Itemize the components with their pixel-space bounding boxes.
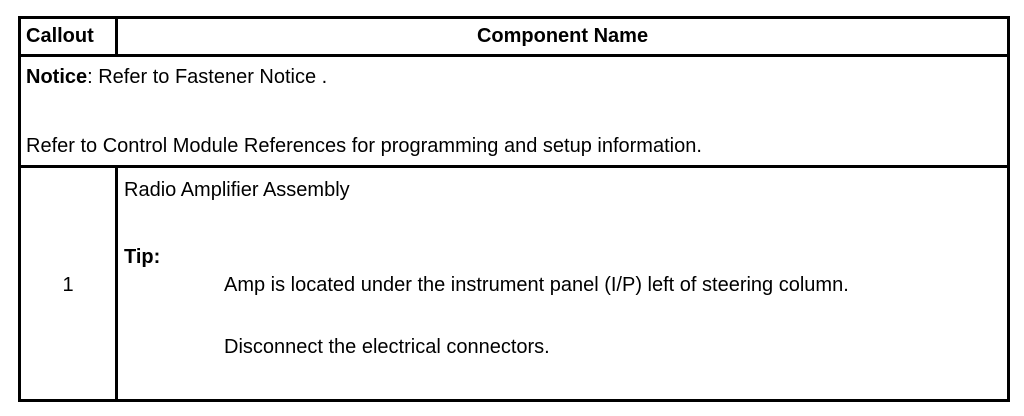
step-callout-number: 1: [62, 274, 74, 296]
table-header-row: Callout Component Name: [21, 19, 1007, 57]
notice-text: : Refer to Fastener Notice .: [87, 66, 328, 88]
tip-text: Amp is located under the instrument pane…: [224, 274, 849, 296]
notice-label: Notice: [26, 66, 88, 88]
notice-row: Notice: Refer to Fastener Notice . Refer…: [21, 57, 1007, 168]
table-row: 1 Radio Amplifier Assembly Tip: Amp is l…: [21, 168, 1007, 399]
notice-line: Notice: Refer to Fastener Notice .: [26, 66, 327, 89]
callout-column-header: Callout: [21, 19, 118, 54]
tip-text: Disconnect the electrical connectors.: [224, 336, 550, 358]
step-callout-cell: 1: [21, 168, 118, 399]
tip-label: Tip:: [124, 246, 161, 268]
procedure-table: Callout Component Name Notice: Refer to …: [18, 16, 1010, 402]
component-name-column-header: Component Name: [476, 25, 649, 47]
reference-text: Refer to Control Module References for p…: [26, 135, 702, 157]
step-component-name: Radio Amplifier Assembly: [124, 179, 350, 201]
step-content-cell: Radio Amplifier Assembly Tip: Amp is loc…: [118, 168, 1007, 399]
